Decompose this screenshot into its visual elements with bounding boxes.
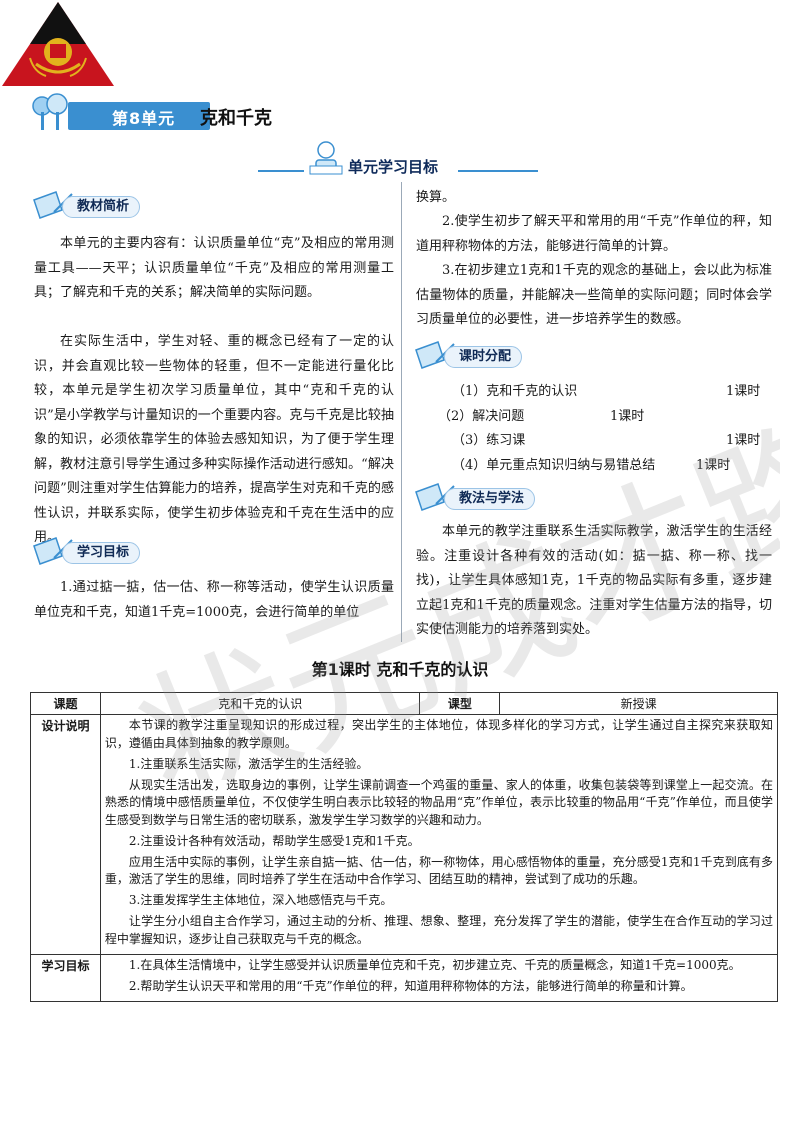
section-title-schedule: 课时分配: [444, 346, 523, 368]
table-row: 设计说明 本节课的教学注重呈现知识的形成过程，突出学生的主体地位，体现多样化的学…: [30, 714, 779, 955]
type-label: 课型: [419, 692, 501, 715]
schedule-row: （2）解决问题 1课时: [420, 405, 770, 430]
design-paragraph: 让学生分小组自主合作学习，通过主动的分析、推理、想象、整理，充分发挥了学生的潜能…: [104, 914, 773, 946]
schedule-item: （3）练习课: [452, 433, 526, 448]
type-value: 新授课: [499, 692, 778, 715]
section-title-objectives: 学习目标: [62, 542, 141, 564]
design-paragraph: 应用生活中实际的事例，让学生亲自掂一掂、估一估，称一称物体，用心感悟物体的重量，…: [104, 854, 773, 887]
design-label: 设计说明: [30, 714, 101, 955]
schedule-hours: 1课时: [726, 384, 761, 399]
goal-paragraph: 2.帮助学生认识天平和常用的用“千克”作单位的秤，知道用秤称物体的方法，能够进行…: [128, 978, 693, 993]
banner-line-left: [258, 170, 304, 172]
topic-value: 克和千克的认识: [99, 692, 421, 715]
table-row: 课题 克和千克的认识 课型 新授课: [30, 692, 778, 715]
lesson-schedule: （1）克和千克的认识 1课时 （2）解决问题 1课时 （3）练习课 1课时 （4…: [420, 380, 770, 478]
unit-title: 克和千克: [200, 108, 272, 129]
unit-goals-heading: 单元学习目标: [348, 158, 439, 176]
goals-content: 1.在具体生活情境中，让学生感受并认识质量单位克和千克，初步建立克、千克的质量概…: [99, 953, 779, 1002]
section-tag-schedule: 课时分配: [414, 340, 614, 369]
design-content: 本节课的教学注重呈现知识的形成过程，突出学生的主体地位，体现多样化的学习方式，让…: [99, 714, 779, 955]
schedule-row: （1）克和千克的认识 1课时: [420, 380, 770, 405]
goals-label: 学习目标: [30, 953, 101, 1002]
table-row: 学习目标 1.在具体生活情境中，让学生感受并认识质量单位克和千克，初步建立克、千…: [30, 953, 779, 1002]
schedule-item: （2）解决问题: [438, 408, 525, 424]
design-paragraph: 2.注重设计各种有效活动，帮助学生感受1克和1千克。: [128, 833, 420, 848]
schedule-item: （1）克和千克的认识: [452, 384, 578, 399]
design-paragraph: 本节课的教学注重呈现知识的形成过程，突出学生的主体地位，体现多样化的学习方式，让…: [104, 718, 773, 750]
objective-1: 1.通过掂一掂，估一估、称一称等活动，使学生认识质量单位克和千克，知道1千克=1…: [34, 580, 394, 620]
unit-badge: 第8单元: [68, 102, 210, 130]
teacher-icon: [309, 141, 343, 175]
schedule-item: （4）单元重点知识归纳与易错总结: [452, 457, 656, 473]
column-divider: [401, 182, 402, 642]
design-paragraph: 1.注重联系生活实际，激活学生的生活经验。: [128, 756, 369, 771]
schedule-row: （4）单元重点知识归纳与易错总结 1课时: [420, 454, 770, 479]
unit-number: 第8单元: [112, 109, 176, 128]
topic-label: 课题: [30, 692, 101, 715]
objective-1-continued: 换算。: [416, 190, 456, 205]
analysis-paragraph-1: 本单元的主要内容有：认识质量单位“克”及相应的常用测量工具——天平；认识质量单位…: [34, 236, 394, 300]
lesson-plan-table: 课题 克和千克的认识 课型 新授课 设计说明 本节课的教学注重呈现知识的形成过程…: [30, 692, 779, 1002]
section-tag-objectives: 学习目标: [32, 536, 232, 565]
schedule-row: （3）练习课 1课时: [420, 429, 770, 454]
schedule-hours: 1课时: [610, 408, 645, 424]
design-paragraph: 3.注重发挥学生主体地位，深入地感悟克与千克。: [128, 893, 393, 907]
section-tag-method: 教法与学法: [414, 482, 614, 511]
schedule-hours: 1课时: [696, 457, 731, 473]
objective-3: 3.在初步建立1克和1千克的观念的基础上，会以此为标准估量物体的质量，并能解决一…: [416, 263, 772, 327]
publisher-logo: [2, 2, 114, 86]
design-paragraph: 从现实生活出发，选取身边的事例，让学生课前调查一个鸡蛋的重量、家人的体重，收集包…: [104, 777, 773, 827]
tree-icon: [32, 93, 68, 130]
section-title-analysis: 教材简析: [62, 196, 141, 218]
unit-banner: 第8单元 克和千克: [30, 92, 630, 132]
goal-paragraph: 1.在具体生活情境中，让学生感受并认识质量单位克和千克，初步建立克、千克的质量概…: [128, 957, 741, 972]
lesson-heading: 第1课时 克和千克的认识: [311, 660, 489, 679]
section-tag-analysis: 教材简析: [32, 190, 232, 219]
method-paragraph: 本单元的教学注重联系生活实际教学，激活学生的生活经验。注重设计各种有效的活动(如…: [416, 524, 772, 637]
analysis-paragraph-2: 在实际生活中，学生对轻、重的概念已经有了一定的认识，并会直观比较一些物体的轻重，…: [34, 334, 394, 545]
unit-goals-banner: 单元学习目标: [258, 138, 538, 180]
banner-line-right: [458, 170, 538, 172]
schedule-hours: 1课时: [726, 433, 761, 448]
section-title-method: 教法与学法: [444, 488, 536, 510]
objective-2: 2.使学生初步了解天平和常用的用“千克”作单位的秤，知道用秤称物体的方法，能够进…: [416, 214, 772, 254]
